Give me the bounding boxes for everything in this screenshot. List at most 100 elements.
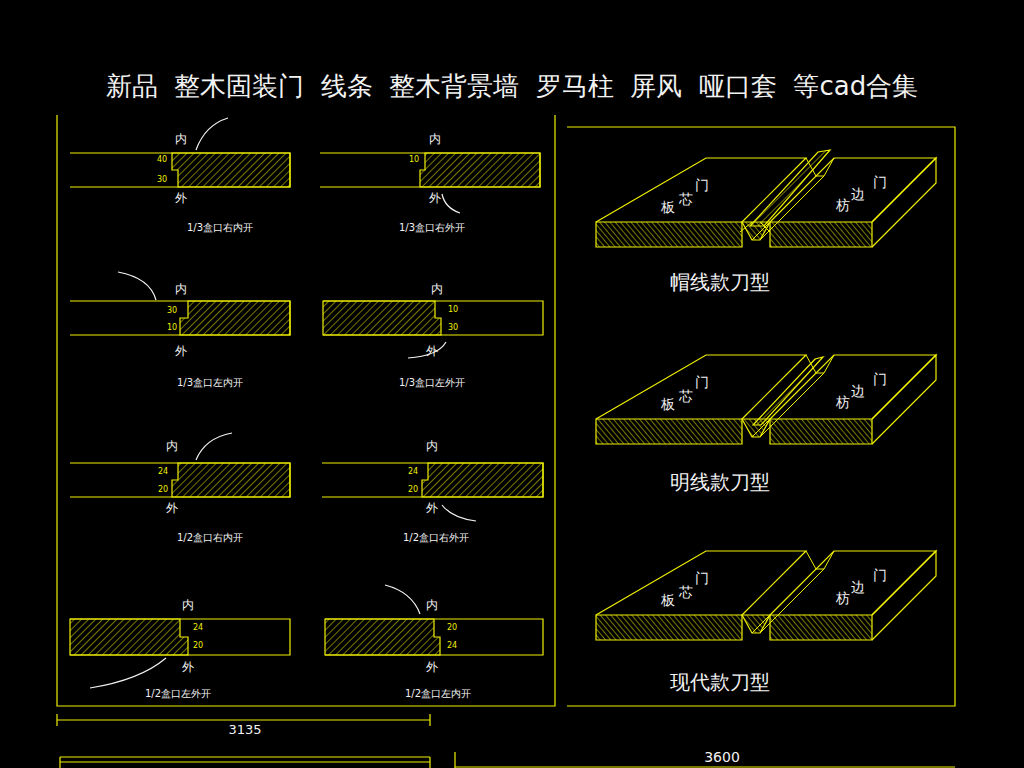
side-label: 外 — [429, 192, 441, 205]
dimension-tick — [454, 752, 455, 768]
frame-side — [872, 551, 936, 640]
elevation-outline — [60, 761, 430, 762]
section-caption: 1/3盒口右内开 — [187, 222, 253, 233]
side-label: 内 — [175, 133, 187, 146]
side-label: 内 — [175, 283, 187, 296]
dimension-value: 20 — [447, 624, 457, 633]
side-label: 外 — [182, 661, 194, 674]
part-name: 门 — [873, 568, 887, 583]
swing-arrow — [442, 194, 460, 213]
section-caption: 1/2盒口右外开 — [403, 532, 469, 543]
profile-caption: 帽线款刀型 — [670, 271, 770, 293]
groove-line — [760, 569, 824, 633]
dimension-value: 24 — [408, 468, 418, 477]
hatched-section — [180, 301, 290, 335]
door-section — [322, 463, 543, 497]
part-name: 门 — [695, 375, 709, 390]
part-name: 枋 — [836, 395, 850, 410]
swing-arrow — [196, 433, 232, 460]
dimension-value: 20 — [158, 486, 168, 495]
groove-line — [752, 373, 816, 437]
dimension-value: 40 — [157, 156, 167, 165]
door-section — [70, 463, 290, 497]
hatched-section — [172, 153, 290, 187]
panel-frame — [567, 127, 955, 706]
dimension-tick — [429, 714, 430, 726]
door-section — [320, 153, 540, 187]
swing-arrow — [90, 658, 166, 688]
part-name: 门 — [695, 178, 709, 193]
part-name: 板 — [661, 200, 675, 215]
bead-molding — [753, 357, 823, 425]
dimension-value: 20 — [408, 486, 418, 495]
section-caption: 1/3盒口左外开 — [399, 377, 465, 388]
swing-arrow — [196, 118, 228, 150]
door-section — [325, 619, 543, 655]
part-name: 边 — [851, 580, 865, 595]
side-label: 外 — [426, 502, 438, 515]
panel-frame — [57, 115, 555, 706]
section-caption: 1/2盒口左外开 — [145, 688, 211, 699]
dimension-value: 30 — [157, 176, 167, 185]
elevation-outline — [60, 756, 430, 757]
side-label: 内 — [426, 440, 438, 453]
side-label: 内 — [429, 133, 441, 146]
frame-side — [872, 355, 936, 444]
side-label: 内 — [431, 283, 443, 296]
side-label: 内 — [166, 440, 178, 453]
part-name: 板 — [661, 593, 675, 608]
part-name: 枋 — [836, 591, 850, 606]
part-name: 门 — [873, 175, 887, 190]
side-label: 外 — [175, 345, 187, 358]
swing-arrow — [408, 342, 446, 358]
hat-molding — [760, 222, 770, 232]
profile-caption: 现代款刀型 — [670, 671, 770, 693]
dimension-value: 24 — [158, 468, 168, 477]
groove-line — [760, 373, 824, 437]
dimension-value: 24 — [447, 642, 457, 651]
swing-arrow — [442, 505, 476, 521]
side-label: 内 — [182, 599, 194, 612]
dimension-value: 10 — [409, 156, 419, 165]
hatched-section — [325, 619, 440, 655]
door-section — [70, 301, 290, 335]
dimension-tick — [56, 714, 57, 726]
part-name: 枋 — [836, 198, 850, 213]
part-name: 板 — [661, 397, 675, 412]
groove-line — [752, 569, 816, 633]
side-label: 外 — [166, 502, 178, 515]
door-section — [70, 153, 290, 187]
hat-molding — [750, 150, 830, 226]
board-front — [596, 222, 742, 247]
hatched-section — [422, 463, 543, 497]
part-name: 芯 — [679, 389, 693, 404]
hat-molding — [740, 222, 752, 232]
elevation-outline — [429, 757, 430, 768]
groove-line — [752, 176, 816, 240]
profile-caption: 明线款刀型 — [670, 471, 770, 493]
groove-back — [806, 551, 834, 569]
side-label: 外 — [175, 192, 187, 205]
profile-caption: 3135 — [228, 723, 261, 737]
dimension-line — [455, 766, 955, 767]
elevation-outline — [59, 757, 60, 768]
door-section — [323, 301, 543, 335]
section-caption: 1/2盒口右内开 — [177, 532, 243, 543]
side-label: 外 — [426, 661, 438, 674]
side-label: 内 — [426, 599, 438, 612]
groove-front — [742, 615, 770, 633]
hatched-section — [70, 619, 188, 655]
part-name: 边 — [851, 384, 865, 399]
dimension-value: 20 — [193, 642, 203, 651]
board-front — [596, 419, 742, 444]
hatched-section — [172, 463, 290, 497]
section-caption: 1/2盒口左内开 — [405, 688, 471, 699]
part-name: 芯 — [679, 192, 693, 207]
section-caption: 1/3盒口左内开 — [177, 377, 243, 388]
part-name: 边 — [851, 187, 865, 202]
part-name: 芯 — [679, 585, 693, 600]
board-front — [596, 615, 742, 640]
dimension-value: 30 — [167, 307, 177, 316]
frame-front — [770, 222, 872, 247]
